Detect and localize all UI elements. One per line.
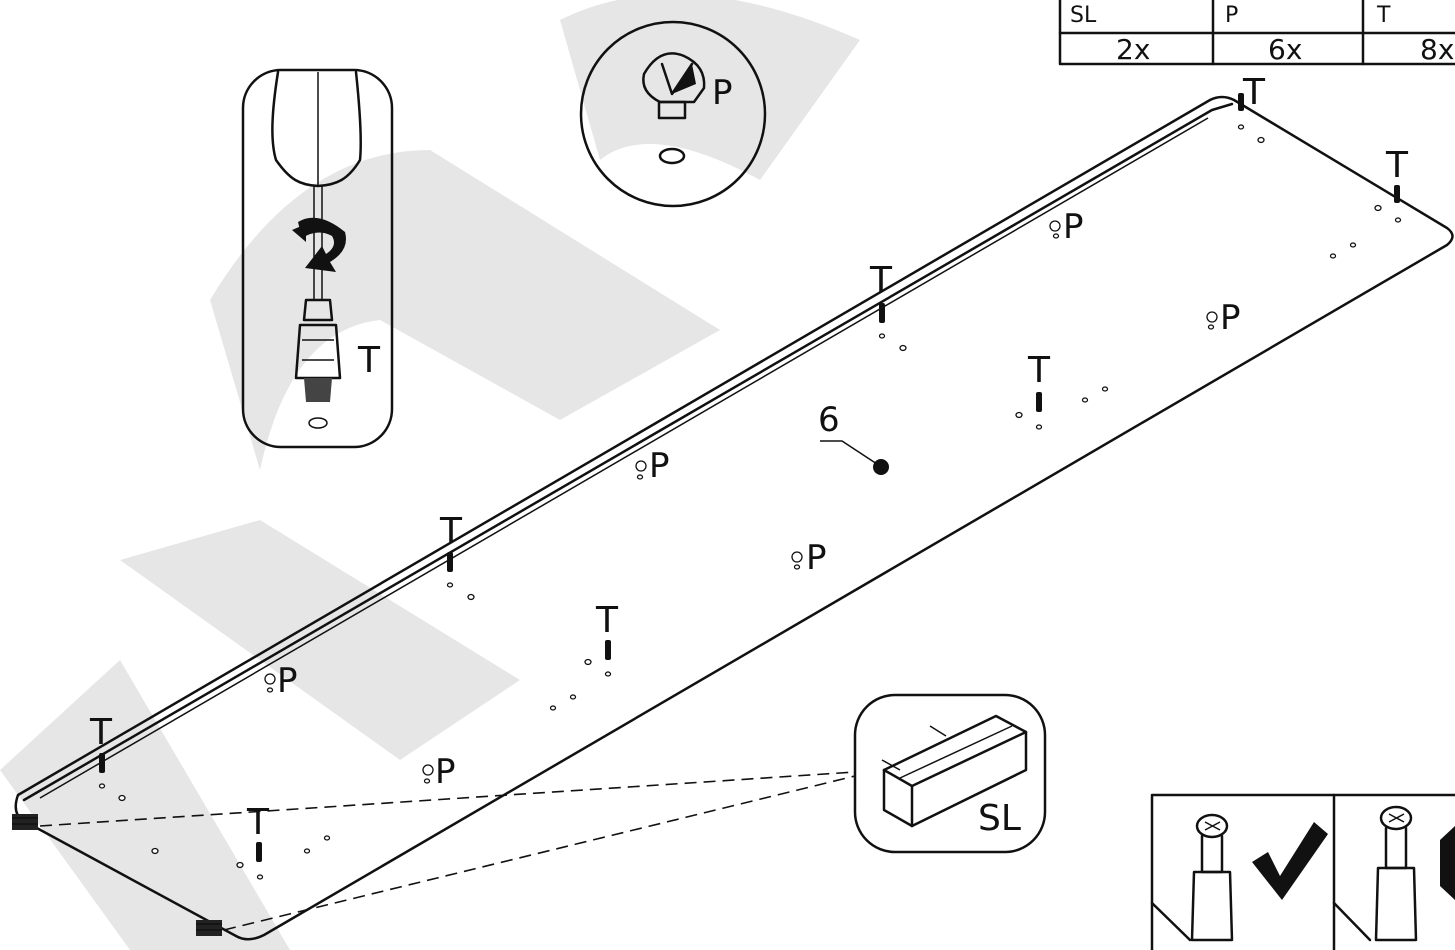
parts-table: SL P T 2x 6x 8x	[1058, 0, 1455, 66]
bolt-label: T	[1385, 145, 1409, 186]
cam-icon	[791, 551, 803, 563]
slide-icon	[196, 920, 222, 936]
cam-icon	[1049, 220, 1061, 232]
bolt-icon	[605, 640, 611, 660]
bolt-label: T	[1027, 350, 1051, 391]
cam-label: P	[435, 752, 456, 792]
cam-label: P	[277, 661, 298, 701]
panel-number-callout: 6	[818, 400, 889, 475]
correct-incorrect-box	[1150, 793, 1455, 950]
bolt-label: T	[1242, 72, 1266, 113]
bolt-icon	[447, 552, 453, 572]
bolt-icon	[879, 303, 885, 323]
table-header-p: P	[1225, 3, 1238, 28]
bolt-detail: T	[241, 68, 394, 449]
table-count-p: 6x	[1268, 33, 1302, 66]
bolt-icon	[1036, 392, 1042, 412]
slide-detail: SL	[853, 693, 1047, 854]
watermark	[0, 0, 860, 950]
slide-detail-label: SL	[978, 798, 1021, 839]
bolt-detail-label: T	[357, 340, 381, 381]
incorrect-bolt-icon	[1374, 805, 1418, 942]
table-count-t: 8x	[1420, 33, 1454, 66]
cam-labels: P P P P P P	[277, 207, 1241, 792]
cam-icon	[635, 460, 647, 472]
checkmark-icon	[1252, 822, 1328, 900]
cam-icon	[264, 673, 276, 685]
correct-bolt-icon	[1190, 813, 1234, 942]
slide-icon	[12, 814, 38, 830]
bolt-icon	[256, 842, 262, 862]
cam-label: P	[1220, 298, 1241, 338]
cross-icon	[1440, 826, 1455, 900]
table-header-sl: SL	[1070, 3, 1097, 28]
bolt-label: T	[869, 260, 893, 301]
cam-detail: P	[579, 20, 767, 208]
bolt-markers	[99, 93, 1400, 862]
bolt-icon	[1394, 185, 1400, 203]
bolt-label: T	[595, 600, 619, 641]
cam-label: P	[1063, 207, 1084, 247]
bolt-label: T	[439, 511, 463, 552]
bolt-icon	[99, 753, 105, 773]
panel-number: 6	[818, 400, 840, 440]
bolt-label: T	[246, 802, 270, 843]
cam-label: P	[806, 538, 827, 578]
rotation-arrow-icon	[292, 217, 346, 272]
cam-detail-label: P	[712, 73, 733, 113]
cam-icon	[1206, 311, 1218, 323]
slide-leader-lines	[39, 771, 856, 931]
table-header-t: T	[1376, 3, 1391, 28]
drill-holes	[98, 124, 1402, 880]
cam-label: P	[649, 446, 670, 486]
bolt-icon	[1238, 93, 1244, 111]
bolt-labels: T T T T T T T T	[89, 72, 1409, 843]
table-count-sl: 2x	[1116, 33, 1150, 66]
cam-markers	[264, 220, 1218, 776]
cam-icon	[422, 764, 434, 776]
slide-parts	[12, 814, 222, 936]
bolt-label: T	[89, 712, 113, 753]
